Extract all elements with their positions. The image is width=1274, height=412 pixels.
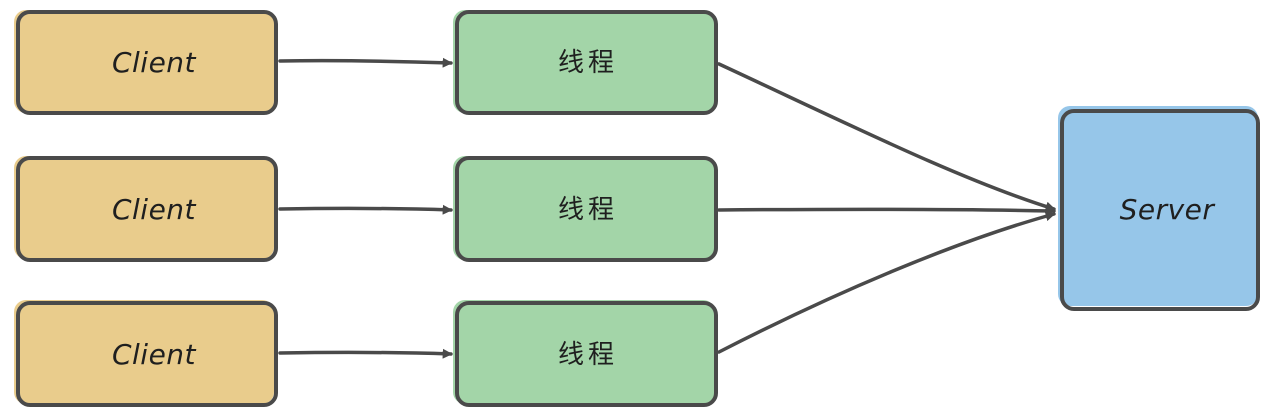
client-label-2: Client xyxy=(112,193,197,226)
client-label-3: Client xyxy=(112,338,197,371)
arrow-thread3-server xyxy=(717,211,1056,354)
client-node-2: Client xyxy=(14,156,278,262)
thread-label-3: 线程 xyxy=(558,340,618,370)
client-node-3: Client xyxy=(14,300,278,407)
thread-node-1: 线程 xyxy=(453,10,718,115)
thread-label-1: 线程 xyxy=(558,48,618,78)
arrow-thread1-server xyxy=(717,62,1056,212)
server-node: Server xyxy=(1058,106,1260,311)
client-node-1: Client xyxy=(14,10,278,115)
client-label-1: Client xyxy=(112,46,197,79)
thread-node-2: 线程 xyxy=(453,156,718,262)
thread-node-3: 线程 xyxy=(453,300,718,407)
arrow-client1-thread1 xyxy=(278,57,453,68)
thread-label-2: 线程 xyxy=(558,195,618,225)
arrow-client3-thread3 xyxy=(278,348,453,359)
server-label: Server xyxy=(1120,193,1216,226)
arrow-thread2-server xyxy=(717,205,1056,216)
arrow-client2-thread2 xyxy=(278,204,453,215)
